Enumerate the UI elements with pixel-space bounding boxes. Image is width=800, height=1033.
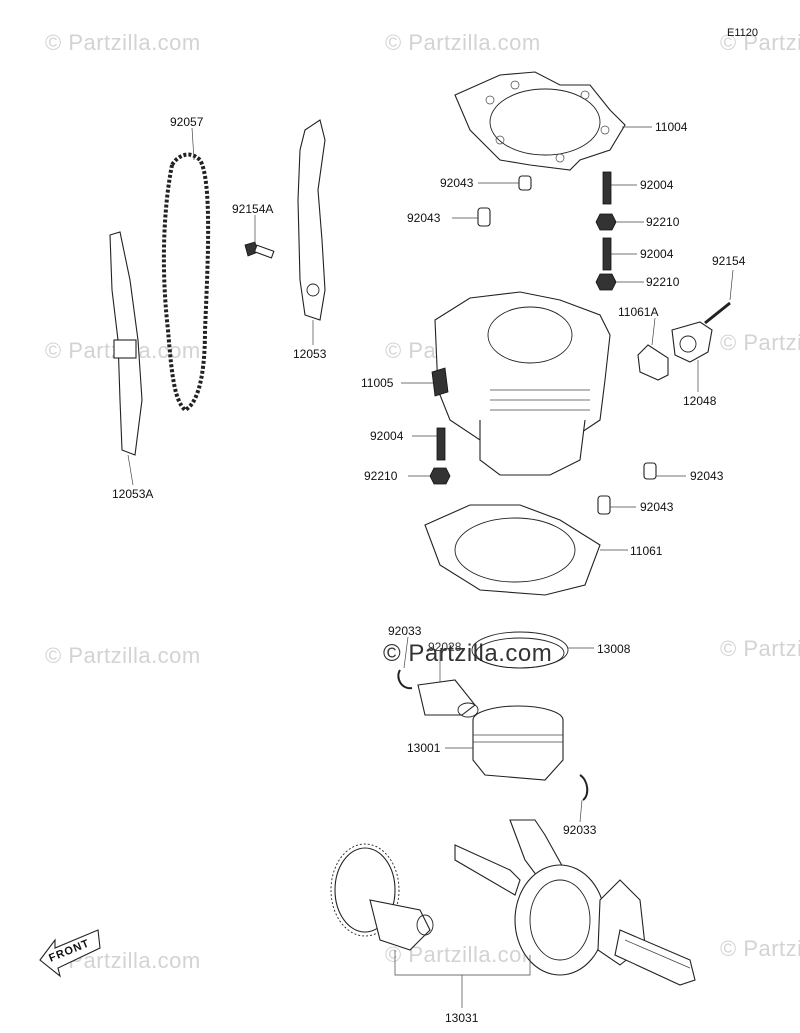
watermark: © Partzilla.com (720, 330, 800, 355)
part-label-92043[interactable]: 92043 (690, 469, 724, 483)
watermark: © Partzilla.com (720, 936, 800, 961)
nut-92210b[interactable] (595, 273, 644, 291)
nut-92210c[interactable] (408, 467, 451, 485)
part-label-92004[interactable]: 92004 (640, 178, 674, 192)
part-label-92057[interactable]: 92057 (170, 115, 204, 129)
stud-92004c[interactable] (412, 427, 446, 461)
part-label-92004[interactable]: 92004 (640, 247, 674, 261)
piston-13001[interactable] (445, 705, 564, 781)
part-label-92033[interactable]: 92033 (563, 823, 597, 837)
part-label-92154[interactable]: 92154 (712, 254, 746, 268)
bolt-92154[interactable] (704, 269, 734, 325)
piston-ring-set-13008[interactable] (471, 631, 594, 669)
piston-pin-92028[interactable] (417, 650, 479, 718)
part-label-11061[interactable]: 11061 (630, 544, 663, 558)
watermark: © Partzilla.com (383, 640, 553, 667)
part-label-92043[interactable]: 92043 (440, 176, 474, 190)
part-label-13001[interactable]: 13001 (407, 741, 441, 755)
diagram-code: E1120 (727, 27, 758, 39)
crankshaft-13031[interactable] (330, 819, 696, 1008)
stud-92004a[interactable] (602, 171, 637, 205)
watermark: © Partzilla.com (45, 30, 201, 55)
part-label-13008[interactable]: 13008 (597, 642, 631, 656)
part-label-92043[interactable]: 92043 (407, 211, 441, 225)
dowel-92043b[interactable] (452, 207, 491, 227)
nut-92210a[interactable] (595, 213, 644, 231)
part-label-13031[interactable]: 13031 (445, 1011, 479, 1025)
balancer-gear (330, 843, 434, 951)
stud-92004b[interactable] (602, 237, 637, 271)
chain-guide-12053A[interactable] (109, 231, 143, 486)
circlip-92033b[interactable] (579, 774, 589, 823)
part-label-92028[interactable]: 92028 (428, 640, 462, 654)
part-label-92033[interactable]: 92033 (388, 624, 422, 638)
part-label-92210[interactable]: 92210 (646, 215, 680, 229)
watermark: © Partzilla.com (720, 636, 800, 661)
part-label-92210[interactable]: 92210 (646, 275, 680, 289)
circlip-92033a[interactable] (397, 636, 413, 690)
bolt-92154A[interactable] (244, 215, 275, 259)
part-label-92210[interactable]: 92210 (364, 469, 398, 483)
part-label-12048[interactable]: 12048 (683, 394, 717, 408)
dowel-92043c[interactable] (643, 462, 686, 480)
part-label-92154A[interactable]: 92154A (232, 202, 274, 216)
base-gasket-11061[interactable] (424, 504, 628, 596)
cylinder-11005[interactable] (401, 291, 611, 476)
part-label-11061A[interactable]: 11061A (618, 305, 659, 319)
front-arrow-icon (39, 929, 101, 978)
watermark: © Partzilla.com (720, 30, 800, 55)
part-label-12053A[interactable]: 12053A (112, 487, 154, 501)
part-label-11004[interactable]: 11004 (655, 120, 688, 134)
part-label-92043[interactable]: 92043 (640, 500, 674, 514)
watermark: © Partzilla.com (385, 30, 541, 55)
head-gasket-11004[interactable] (454, 71, 652, 171)
dowel-92043a[interactable] (478, 175, 532, 191)
chain-guide-12053[interactable] (297, 119, 326, 345)
cam-chain-92057[interactable] (161, 127, 211, 413)
tensioner-12048[interactable] (671, 321, 713, 392)
gasket-11061A[interactable] (637, 317, 669, 381)
part-label-11005[interactable]: 11005 (361, 376, 394, 390)
watermark: © Partzilla.com (45, 643, 201, 668)
part-label-92004[interactable]: 92004 (370, 429, 404, 443)
dowel-92043d[interactable] (597, 495, 636, 515)
part-label-12053[interactable]: 12053 (293, 347, 327, 361)
